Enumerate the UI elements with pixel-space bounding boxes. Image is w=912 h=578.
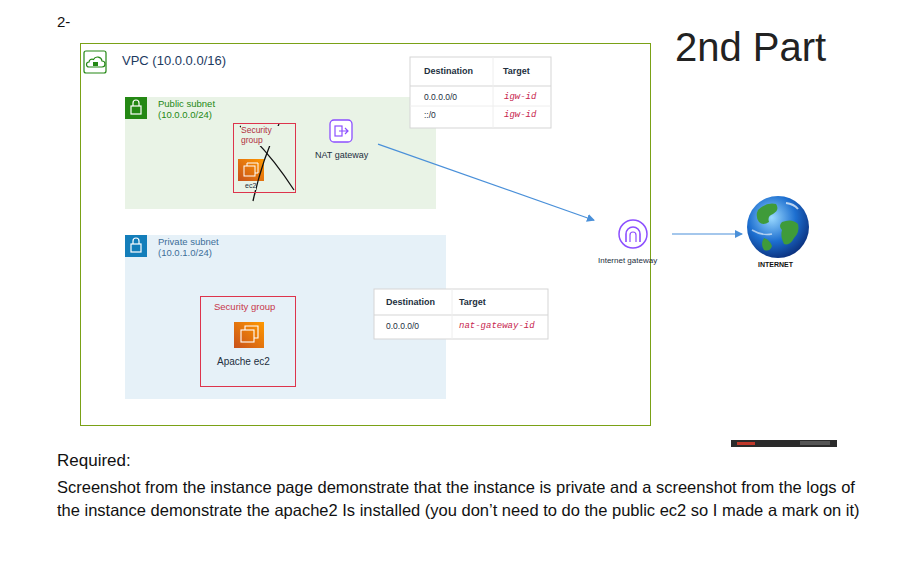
cross-mark: [240, 126, 294, 190]
lock-icon: [125, 235, 147, 257]
table-cell: nat-gateway-id: [459, 321, 535, 331]
internet-gateway-icon: [619, 220, 647, 248]
instance-label: Apache ec2: [217, 356, 270, 368]
private-subnet: Private subnet(10.0.1.0/24) Security grou…: [125, 235, 446, 399]
table-header: Destination: [424, 66, 473, 76]
table-header: Destination: [386, 297, 435, 307]
security-group-box: Security group ec2: [233, 123, 296, 193]
connector-arrow: [672, 233, 742, 234]
instance-label: ec2: [245, 182, 256, 190]
connector-arrow: [378, 144, 594, 220]
thumbnail: [731, 440, 837, 447]
table-cell: 0.0.0.0/0: [424, 93, 457, 103]
table-cell: igw-id: [504, 110, 536, 120]
note-text: Screenshot from the instance page demons…: [57, 476, 862, 522]
note-heading: Required:: [57, 451, 131, 471]
page-number: 2-: [57, 13, 70, 30]
table-header: Target: [503, 66, 530, 76]
vpc-icon: [84, 51, 106, 73]
route-table: [410, 57, 551, 128]
gateway-label: NAT gateway: [315, 150, 368, 160]
nat-gateway: NAT gateway: [312, 117, 378, 163]
subnet-cidr: (10.0.0.0/24): [158, 110, 212, 121]
table-cell: igw-id: [504, 92, 536, 102]
internet-label: INTERNET: [758, 261, 793, 269]
ec2-icon: [234, 322, 264, 348]
part-title: 2nd Part: [675, 24, 826, 70]
subnet-cidr: (10.0.1.0/24): [158, 248, 212, 259]
group-label: Security group: [214, 302, 275, 313]
table-cell: 0.0.0.0/0: [386, 322, 419, 332]
nat-gateway-icon: [330, 120, 352, 142]
group-label: Security group: [241, 126, 285, 146]
table-header: Target: [459, 297, 486, 307]
table-cell: ::/0: [424, 111, 436, 121]
globe-icon: [747, 196, 809, 258]
gateway-label: Internet gateway: [598, 256, 657, 265]
subnet-name: Private subnet: [158, 237, 219, 248]
lock-icon: [125, 97, 147, 119]
security-group-box: Security groupApache ec2: [200, 296, 296, 387]
vpc-title: VPC (10.0.0.0/16): [122, 54, 226, 69]
ec2-icon: [238, 159, 264, 181]
internet-node: INTERNET: [742, 192, 816, 272]
public-subnet-fill: [125, 97, 436, 209]
internet-gateway: Internet gateway: [594, 218, 672, 270]
public-subnet: Public subnet(10.0.0.0/24) Security group…: [125, 97, 436, 209]
vpc-box: VPC (10.0.0.0/16) Public subnet(10.0.0.0/…: [80, 43, 651, 426]
subnet-name: Public subnet: [158, 99, 215, 110]
route-table: [374, 289, 548, 339]
